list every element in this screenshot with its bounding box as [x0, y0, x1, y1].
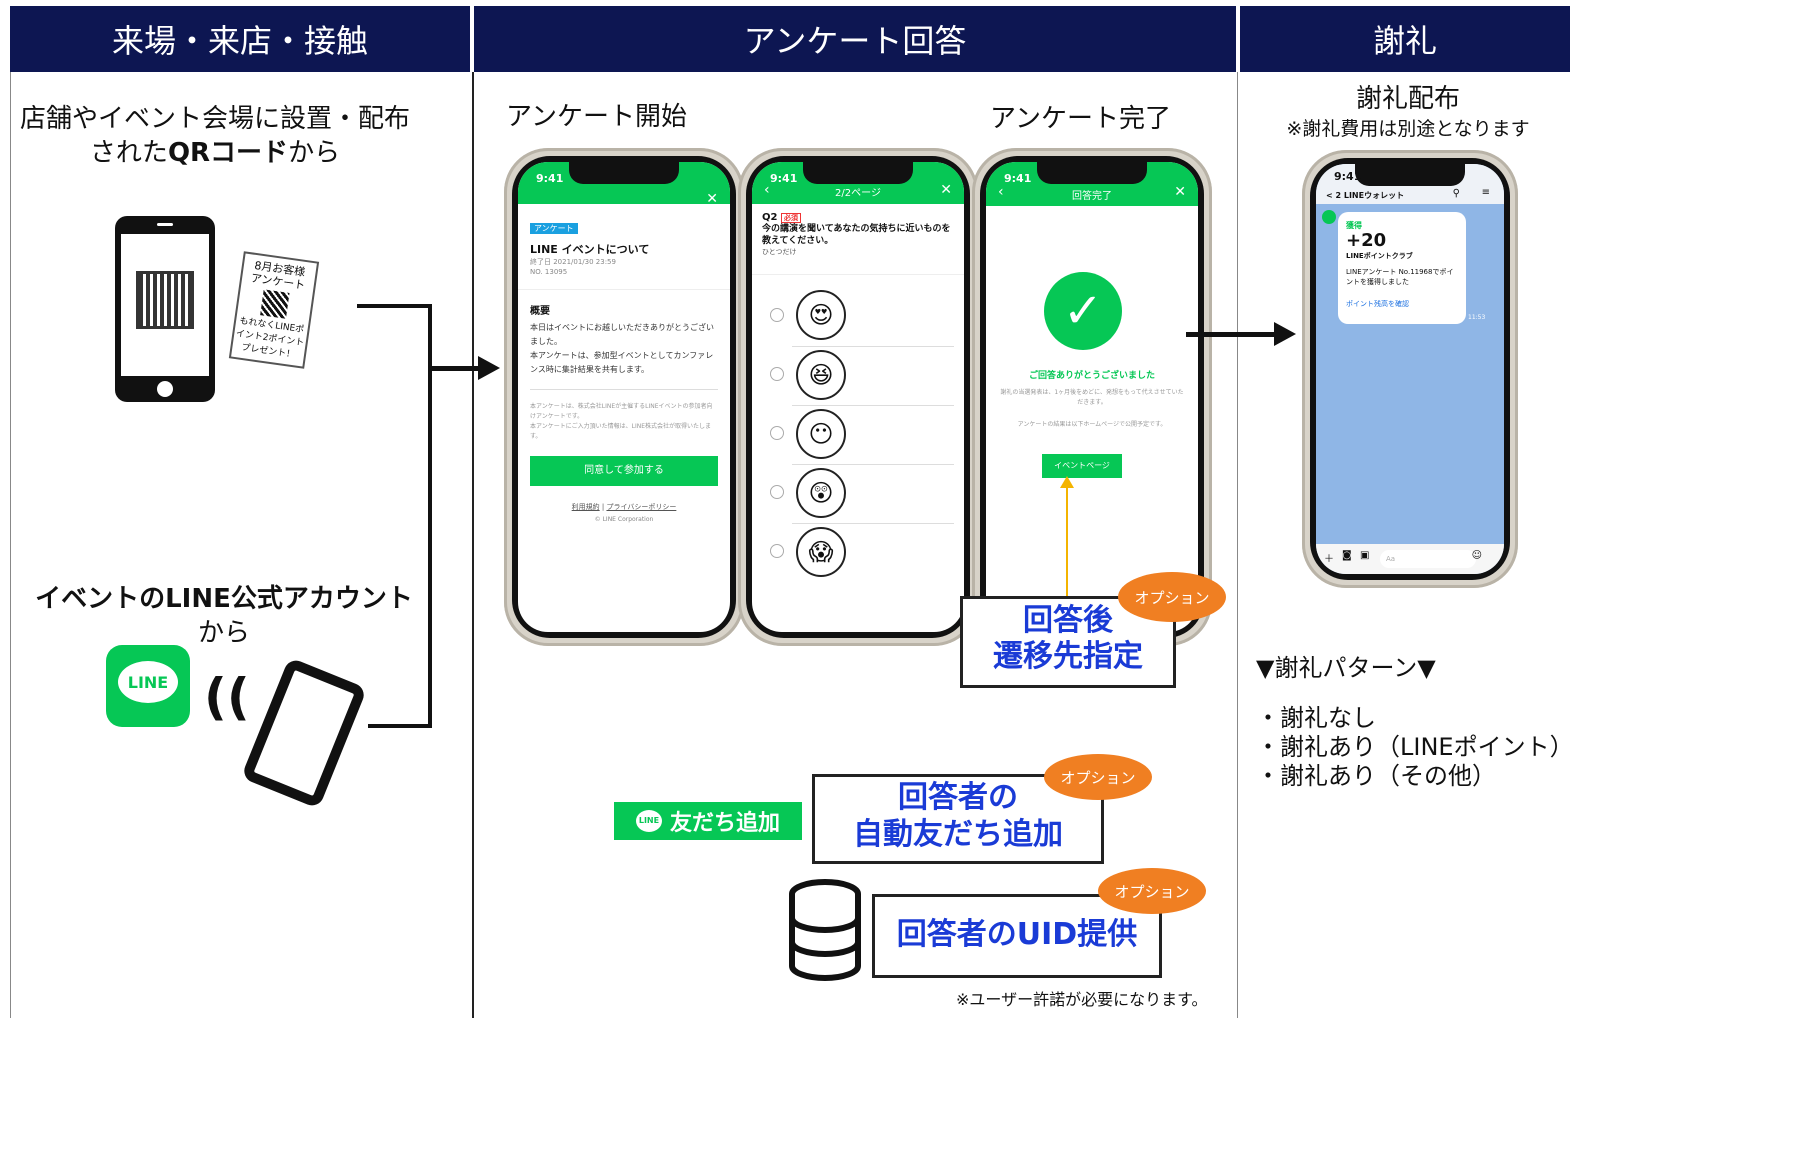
line-logo-icon: LINE	[106, 645, 190, 727]
qr-code-icon	[136, 271, 194, 329]
laughing-face-icon: 😆	[796, 350, 846, 400]
reward-pattern-item: ・謝礼あり（その他）	[1256, 762, 1496, 790]
heart-eyes-face-icon: 😍	[796, 290, 846, 340]
arrow-head-icon	[1274, 322, 1296, 346]
menu-icon[interactable]: ≡	[1481, 187, 1490, 198]
option-radio-4[interactable]	[770, 485, 784, 499]
survey-start-label: アンケート開始	[506, 102, 687, 132]
scared-face-icon: 😱	[796, 527, 846, 577]
message-input[interactable]: Aa	[1380, 550, 1476, 568]
agree-button[interactable]: 同意して参加する	[530, 456, 718, 486]
plus-icon[interactable]: ＋	[1324, 554, 1334, 565]
phone-survey-start: 9:41✕ アンケート LINE イベントについて 終了日 2021/01/30…	[504, 148, 744, 646]
connector-bottom-h	[368, 724, 430, 728]
image-icon[interactable]: ▣	[1360, 550, 1370, 561]
wallet-avatar-icon	[1322, 210, 1336, 224]
option-uid-box: 回答者のUID提供	[872, 894, 1162, 978]
emoji-icon[interactable]: ☺	[1471, 550, 1482, 561]
terms-link[interactable]: 利用規約	[571, 503, 600, 511]
arrow-head-icon	[478, 356, 500, 380]
close-icon[interactable]: ✕	[940, 182, 952, 198]
back-icon[interactable]: ‹	[998, 184, 1004, 200]
search-icon[interactable]: ⚲	[1452, 188, 1460, 199]
reward-pattern-title: ▼謝礼パターン▼	[1256, 654, 1436, 682]
option-radio-2[interactable]	[770, 367, 784, 381]
option-radio-3[interactable]	[770, 426, 784, 440]
connector-vertical	[428, 304, 432, 728]
reward-pattern-list: ・謝礼なし ・謝礼あり（LINEポイント） ・謝礼あり（その他）	[1256, 704, 1574, 791]
divider-1	[472, 72, 474, 1018]
event-page-button[interactable]: イベントページ	[1042, 454, 1122, 478]
neutral-face-icon: 😶	[796, 409, 846, 459]
arrow-to-survey	[430, 366, 480, 371]
pop-qr-icon	[260, 289, 290, 319]
option-badge-2: オプション	[1044, 754, 1152, 800]
qr-phone-illustration	[115, 216, 215, 402]
option-redirect-box: 回答後 遷移先指定	[960, 596, 1176, 688]
header-reward: 謝礼	[1240, 6, 1570, 72]
reward-subtitle: ※謝礼費用は別途となります	[1286, 118, 1530, 140]
surprised-face-icon: 😲	[796, 468, 846, 518]
header-visit: 来場・来店・接触	[10, 6, 470, 72]
camera-icon[interactable]: ◙	[1342, 550, 1352, 561]
point-message-card: 獲得 +20 LINEポイントクラブ LINEアンケート No.11968でポイ…	[1338, 212, 1466, 324]
arrow-to-reward	[1186, 332, 1276, 337]
header-survey: アンケート回答	[474, 6, 1236, 72]
option-badge-1: オプション	[1118, 572, 1226, 622]
back-icon[interactable]: ‹	[764, 182, 770, 198]
pointer-line	[1066, 488, 1068, 598]
reward-pattern-item: ・謝礼なし	[1256, 704, 1376, 732]
survey-tag: アンケート	[530, 223, 578, 234]
option-badge-3: オプション	[1098, 868, 1206, 914]
divider-left	[10, 72, 11, 1018]
line-account-description: イベントのLINE公式アカウントから	[35, 584, 413, 648]
phone-survey-question: 9:41‹2/2ページ✕ Q2 必須 今の講演を聞いてあなたの気持ちに近いものを…	[738, 148, 978, 646]
divider-2	[1237, 72, 1238, 1018]
survey-done-label: アンケート完了	[990, 104, 1171, 134]
connector-top-h	[357, 304, 429, 308]
friend-add-button[interactable]: LINE 友だち追加	[614, 802, 802, 840]
reward-title: 謝礼配布	[1355, 84, 1460, 114]
consent-footnote: ※ユーザー許諾が必要になります。	[956, 990, 1208, 1009]
line-chat-icon: LINE	[635, 810, 662, 832]
check-circle-icon: ✓	[1044, 272, 1122, 350]
option-radio-5[interactable]	[770, 544, 784, 558]
check-balance-link[interactable]: ポイント残高を確認	[1346, 300, 1409, 308]
privacy-link[interactable]: プライバシーポリシー	[606, 503, 677, 511]
qr-description: 店舗やイベント会場に設置・配布 されたQRコードから	[19, 104, 410, 168]
option-radio-1[interactable]	[770, 308, 784, 322]
database-icon	[789, 879, 861, 981]
pointer-arrow-icon	[1060, 476, 1074, 488]
close-icon[interactable]: ✕	[1174, 184, 1186, 200]
phone-survey-complete: 9:41‹回答完了✕ ✓ ご回答ありがとうございました 謝礼の当選発表は、1ヶ月…	[972, 148, 1212, 646]
survey-pop-card: 8月お客様 アンケート もれなくLINEポ イント2ポイント プレゼント！	[228, 251, 320, 369]
reward-pattern-item: ・謝礼あり（LINEポイント）	[1256, 733, 1574, 761]
signal-waves-icon: ((	[204, 668, 250, 726]
phone-reward: 9:41 < 2 LINEウォレット ⚲ ≡ 獲得 +20 LINEポイントクラ…	[1302, 150, 1518, 588]
smartphone-icon	[240, 656, 368, 810]
close-icon[interactable]: ✕	[706, 191, 718, 207]
survey-title: LINE イベントについて	[530, 243, 650, 256]
